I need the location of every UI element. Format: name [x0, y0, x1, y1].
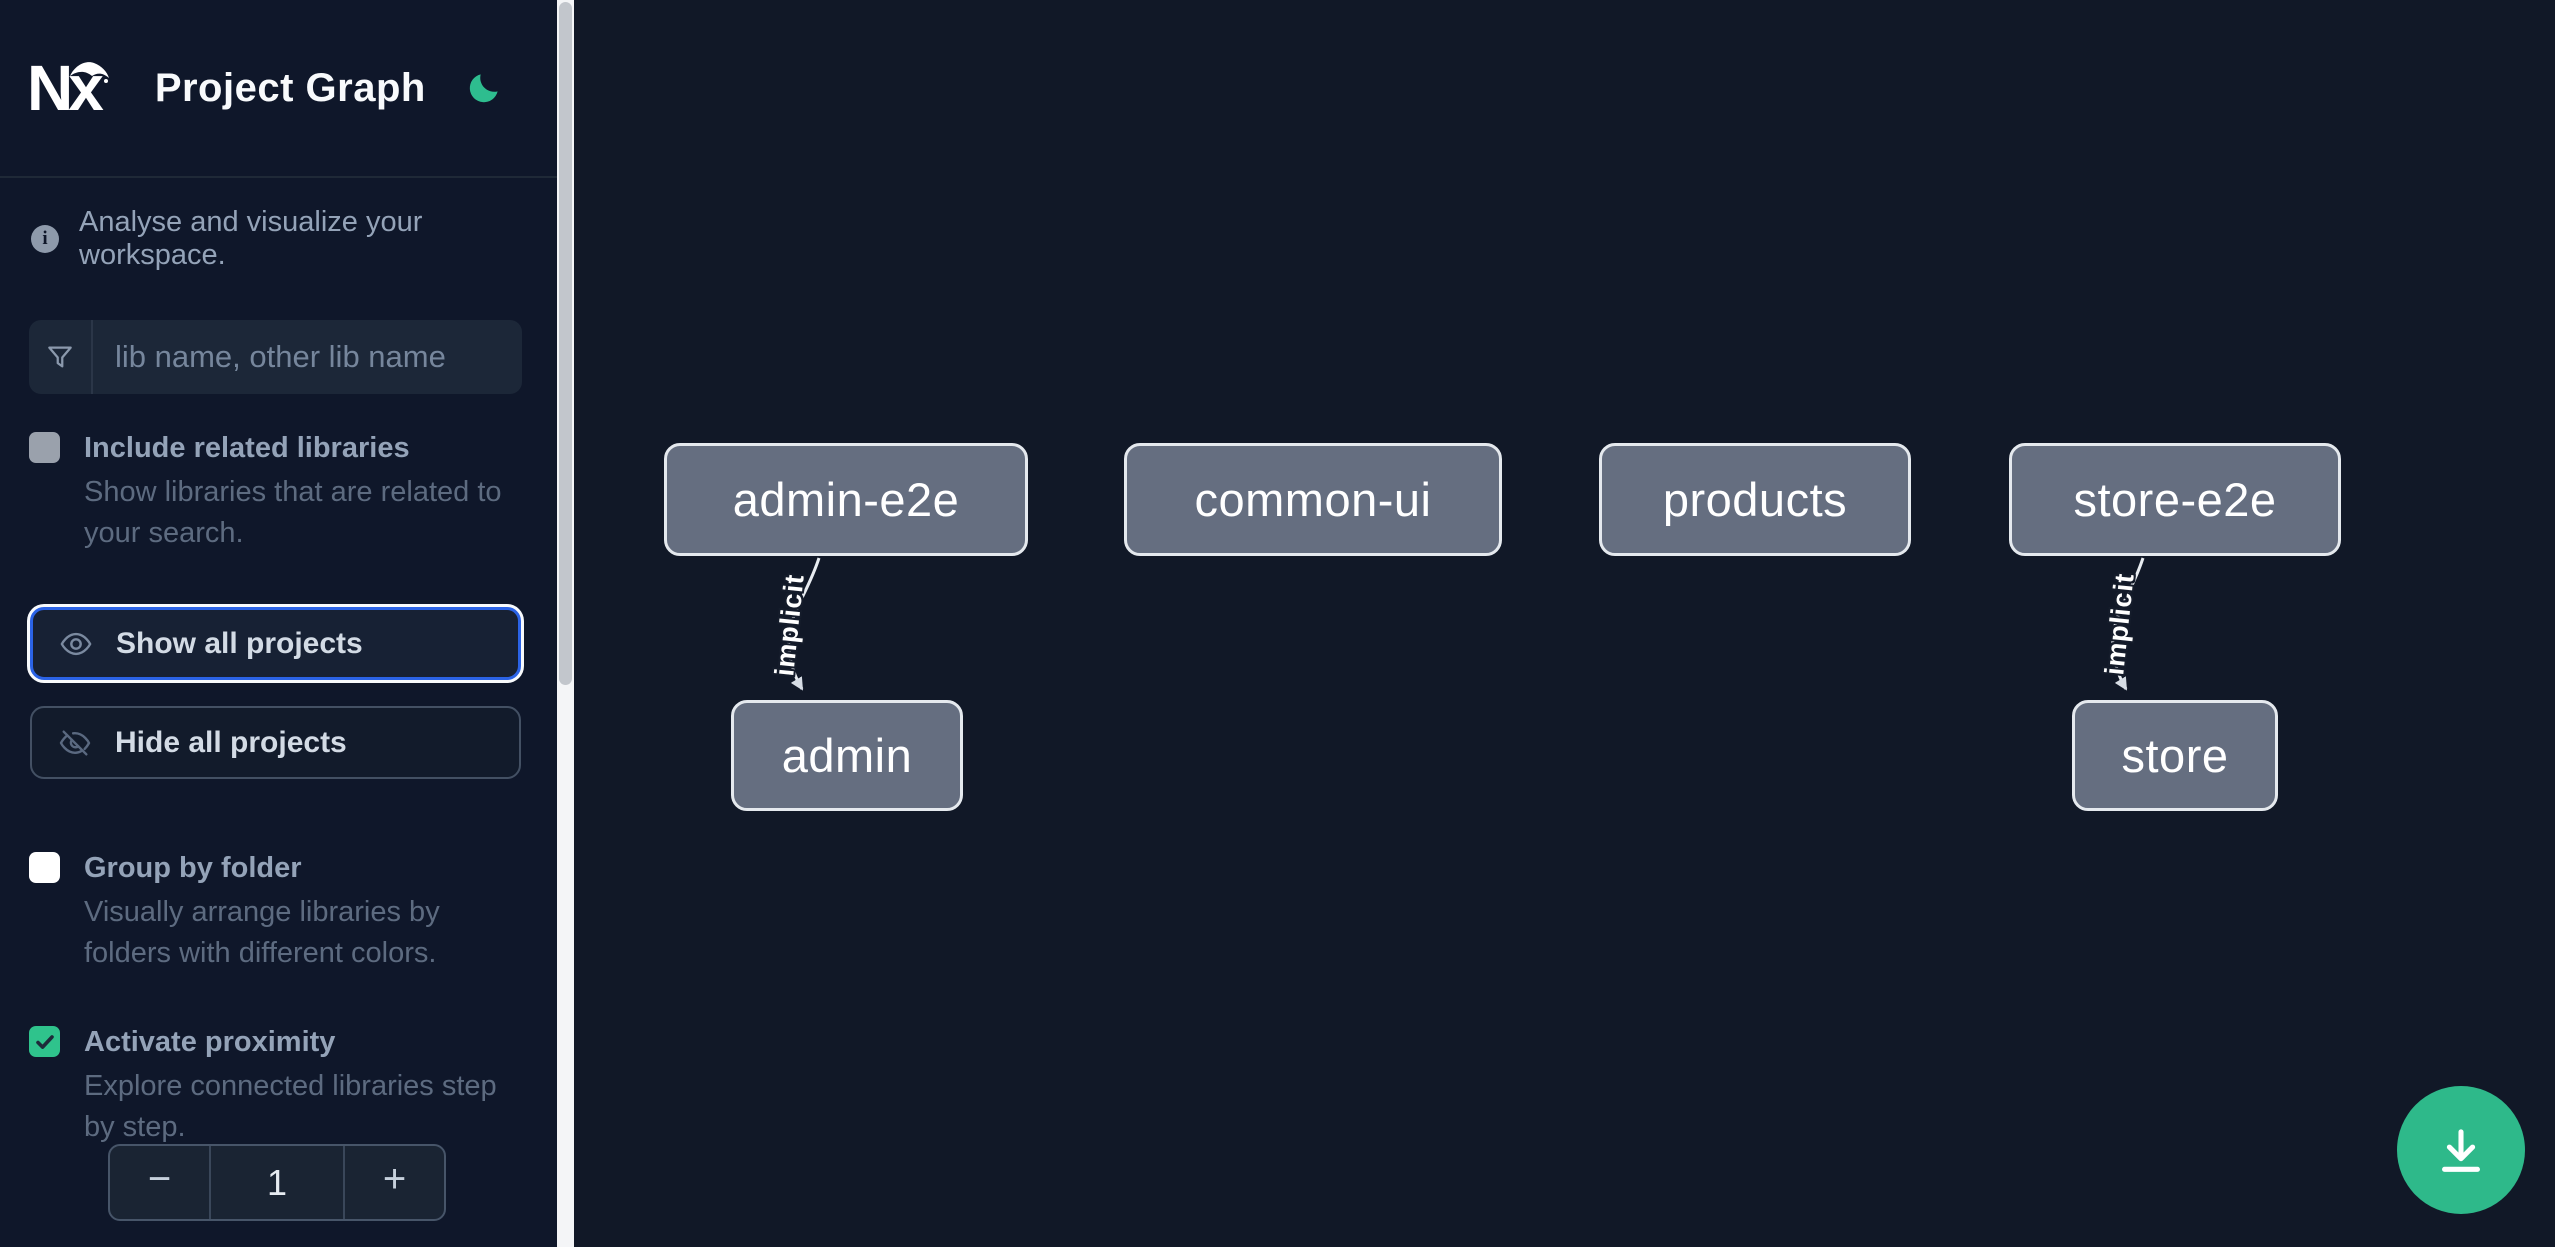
graph-edges-layer — [787, 557, 2145, 691]
toggle-activate-proximity[interactable]: Activate proximity Explore connected lib… — [29, 1025, 534, 1148]
show-all-projects-label: Show all projects — [116, 626, 363, 660]
edge-label-implicit: implicit — [2099, 571, 2140, 677]
theme-toggle-button[interactable] — [465, 69, 503, 107]
proximity-decrement-button[interactable]: − — [110, 1146, 209, 1219]
graph-node-products[interactable]: products — [1599, 443, 1911, 556]
toggle-label: Include related libraries — [84, 432, 410, 464]
moon-icon — [469, 74, 498, 103]
download-graph-button[interactable] — [2397, 1086, 2525, 1214]
toggle-include-related-libraries[interactable]: Include related libraries Show libraries… — [29, 431, 534, 554]
filter-search-input[interactable] — [93, 320, 522, 394]
hide-all-projects-button[interactable]: Hide all projects — [30, 706, 521, 779]
sidebar-scrollbar — [557, 0, 574, 1247]
graph-node-store[interactable]: store — [2072, 700, 2278, 811]
proximity-increment-button[interactable]: + — [345, 1146, 444, 1219]
sidebar: Nx Project Graph i Analyse and visualize… — [0, 0, 557, 1247]
toggle-group-by-folder[interactable]: Group by folder Visually arrange librari… — [29, 851, 534, 974]
eye-off-icon — [59, 729, 91, 756]
filter-funnel-icon — [48, 346, 72, 368]
checkbox-group-by-folder[interactable] — [29, 852, 60, 883]
info-icon: i — [31, 225, 59, 253]
toggle-description: Explore connected libraries step by step… — [84, 1070, 497, 1143]
graph-node-store-e2e[interactable]: store-e2e — [2009, 443, 2341, 556]
nx-logo: Nx — [27, 56, 109, 120]
toggle-label: Activate proximity — [84, 1026, 336, 1058]
proximity-depth-stepper: − 1 + — [108, 1144, 446, 1221]
checkbox-activate-proximity[interactable] — [29, 1026, 60, 1057]
checkmark-icon — [35, 1034, 54, 1049]
workspace-tagline: Analyse and visualize your workspace. — [79, 206, 423, 271]
eye-icon — [60, 632, 92, 655]
checkbox-include-related-libraries[interactable] — [29, 432, 60, 463]
hide-all-projects-label: Hide all projects — [115, 725, 347, 759]
toggle-label: Group by folder — [84, 852, 302, 884]
graph-node-admin[interactable]: admin — [731, 700, 963, 811]
toggle-description: Visually arrange libraries by folders wi… — [84, 896, 440, 969]
show-all-projects-button[interactable]: Show all projects — [30, 607, 521, 680]
graph-node-admin-e2e[interactable]: admin-e2e — [664, 443, 1028, 556]
page-title: Project Graph — [154, 65, 426, 110]
graph-canvas[interactable]: implicit implicit admin-e2e common-ui pr… — [574, 0, 2555, 1247]
proximity-depth-value: 1 — [209, 1146, 345, 1219]
workspace-tagline-row: i Analyse and visualize your workspace. — [31, 206, 557, 272]
sidebar-scrollbar-thumb[interactable] — [559, 2, 572, 685]
graph-node-common-ui[interactable]: common-ui — [1124, 443, 1502, 556]
toggle-description: Show libraries that are related to your … — [84, 476, 502, 549]
download-icon — [2442, 1129, 2480, 1172]
filter-search-box — [29, 320, 522, 394]
sidebar-header: Nx Project Graph — [0, 0, 557, 178]
filter-funnel-segment — [29, 320, 93, 394]
nx-logo-swoosh-icon — [69, 62, 109, 83]
edge-label-implicit: implicit — [769, 572, 810, 678]
